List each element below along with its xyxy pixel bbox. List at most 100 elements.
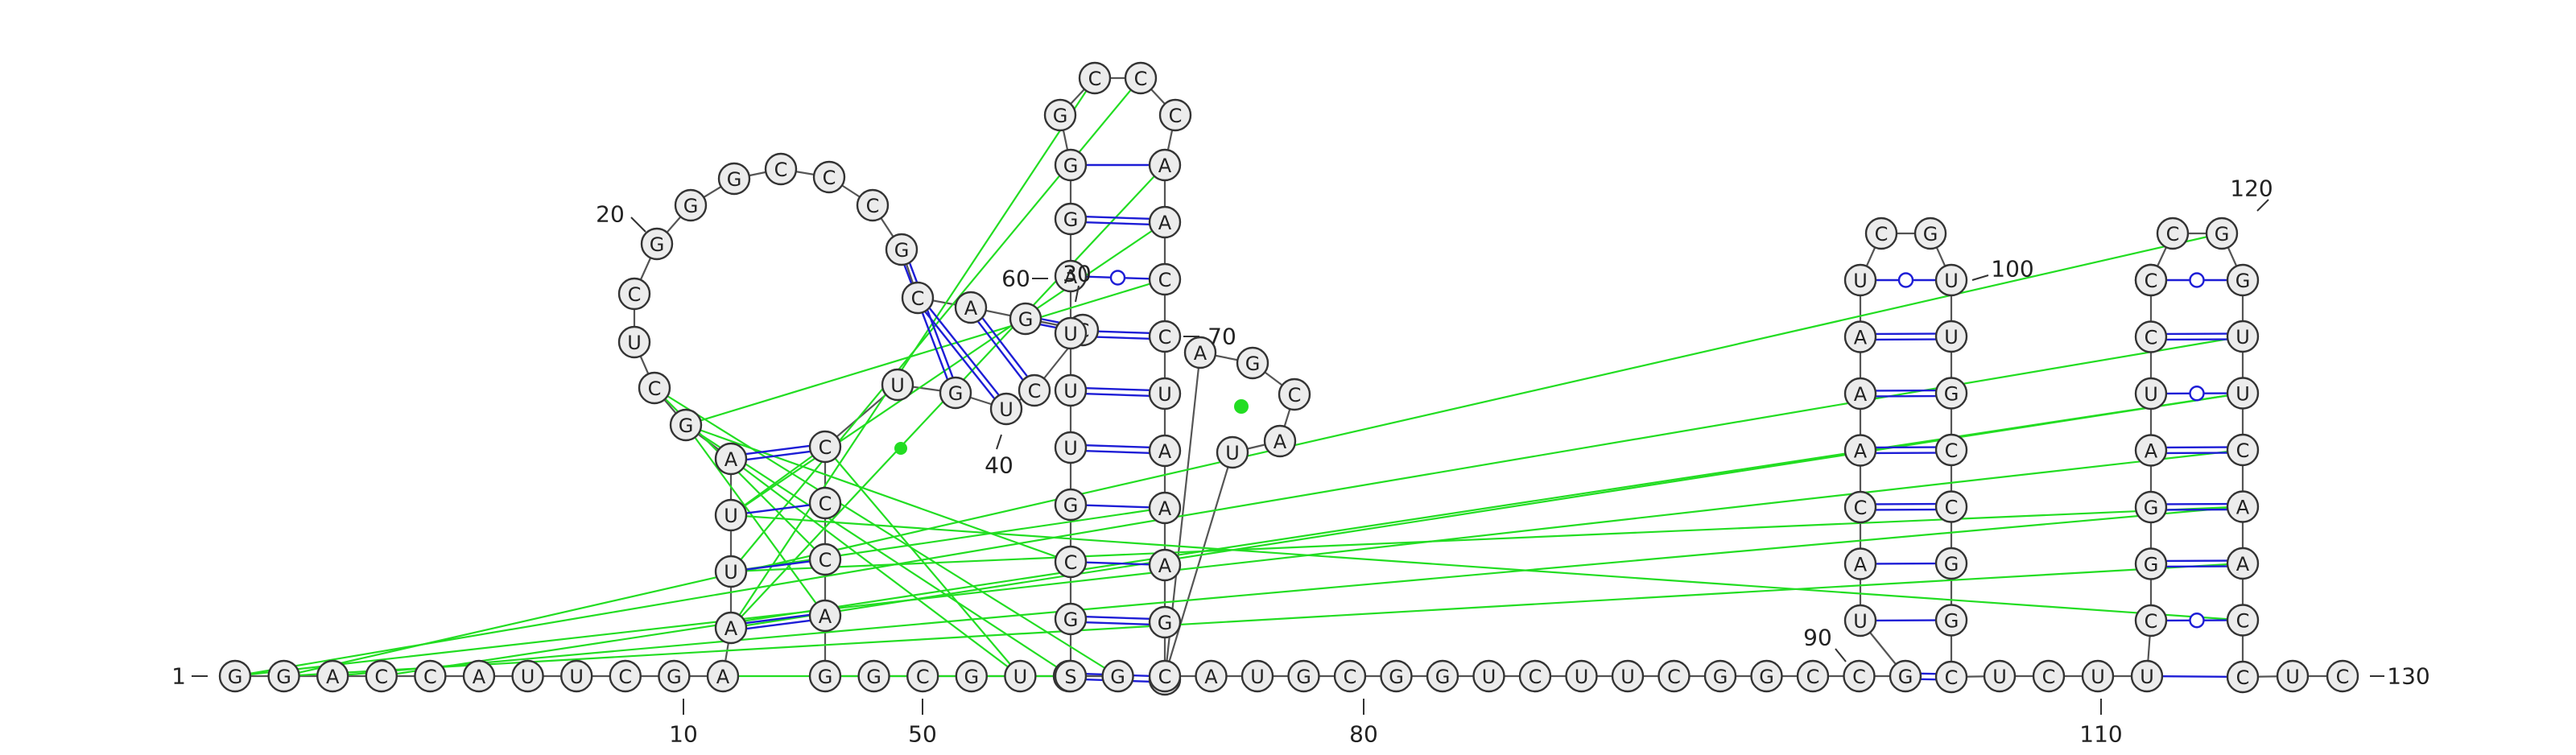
nucleotide-circle	[2134, 434, 2168, 467]
nucleotide-circle	[906, 659, 939, 693]
nucleotide-circle	[939, 376, 972, 410]
nucleotide-letter: A	[724, 617, 738, 640]
tertiary-interaction-layer	[234, 77, 2244, 678]
nucleotide-circle	[1216, 435, 1249, 469]
nucleotide-circle	[674, 188, 708, 222]
nucleotide-circle	[1843, 490, 1877, 524]
nucleotide-letter: G	[866, 666, 881, 688]
nucleotide: C	[812, 160, 846, 194]
nucleotide-letter: G	[818, 666, 833, 688]
nucleotide-letter: U	[1853, 270, 1868, 292]
nucleotide-circle	[1287, 659, 1320, 693]
nucleotide: U	[1843, 604, 1877, 637]
tertiary-interaction	[730, 458, 1022, 677]
nucleotide: C	[2134, 263, 2168, 297]
nucleotide-letter: U	[1620, 666, 1635, 688]
base-pair-line	[1086, 444, 1150, 449]
nucleotide: A	[2226, 547, 2260, 580]
nucleotide: G	[2134, 547, 2168, 580]
nucleotide: C	[1148, 659, 1182, 693]
nucleotide: C	[1054, 545, 1088, 579]
index-label: 10	[669, 721, 698, 748]
nucleotide-letter: G	[2144, 554, 2159, 576]
nucleotide: U	[1611, 659, 1645, 693]
nucleotide: C	[1934, 490, 1968, 523]
base-pair-line	[1085, 504, 1150, 509]
nucleotide-letter: G	[727, 168, 742, 191]
nucleotide-circle	[1843, 434, 1877, 467]
nucleotide-circle	[808, 599, 842, 633]
nucleotide: G	[1101, 659, 1134, 693]
nucleotide-letter: C	[1875, 223, 1889, 245]
nucleotide-letter: A	[1274, 431, 1287, 453]
nucleotide: U	[714, 498, 748, 532]
nucleotide-letter: A	[1064, 266, 1078, 288]
base-pair-line	[924, 311, 996, 400]
nucleotide: C	[1148, 262, 1182, 296]
base-pair-line	[2161, 675, 2228, 679]
tertiary-interaction	[730, 506, 1166, 573]
nucleotide-circle	[2326, 659, 2359, 693]
nucleotide-letter: U	[2235, 383, 2250, 406]
tertiary-junction-dot	[894, 442, 907, 455]
nucleotide-circle	[714, 498, 748, 532]
nucleotide-circle	[954, 291, 988, 324]
nucleotide: C	[609, 659, 642, 693]
index-label: 40	[985, 452, 1013, 479]
nucleotide-letter: U	[999, 398, 1013, 421]
nucleotide-circle	[1148, 491, 1182, 525]
nucleotide: C	[2226, 660, 2260, 694]
tertiary-interaction	[234, 335, 2244, 678]
nucleotide-letter: U	[1944, 270, 1959, 292]
nucleotide-letter: C	[916, 666, 930, 688]
nucleotide: G	[717, 162, 751, 196]
nucleotide-letter: C	[2145, 270, 2158, 292]
index-label: 130	[2387, 663, 2429, 690]
nucleotide-circle	[856, 188, 890, 222]
nucleotide: U	[511, 659, 544, 693]
nucleotide: C	[1657, 659, 1690, 693]
nucleotide: G	[658, 659, 691, 693]
nucleotide-letter: G	[2215, 223, 2230, 245]
nucleotide-letter: C	[1134, 68, 1148, 90]
nucleotide: G	[808, 659, 842, 693]
tertiary-interaction	[654, 387, 1119, 677]
nucleotide-circle	[2226, 377, 2260, 410]
nucleotide-circle	[1054, 431, 1088, 464]
nucleotide-letter: A	[326, 666, 340, 688]
nucleotide: A	[1148, 434, 1182, 468]
nucleotide-circle	[1796, 659, 1830, 693]
nucleotide-circle	[1148, 205, 1182, 239]
wobble-pair-marker	[1897, 272, 1914, 288]
nucleotide: U	[1983, 659, 2017, 693]
nucleotide: G	[640, 227, 674, 261]
nucleotide-letter: A	[724, 448, 738, 471]
nucleotide-circle	[1934, 660, 1968, 694]
nucleotide-circle	[316, 659, 349, 693]
nucleotide-circle	[609, 659, 642, 693]
nucleotide-letter: G	[1759, 666, 1774, 688]
nucleotide-circle	[1054, 659, 1088, 693]
nucleotide-circle	[1934, 320, 1968, 353]
nucleotide-letter: A	[716, 666, 730, 688]
nucleotide-circle	[764, 152, 798, 186]
nucleotide-letter: C	[648, 378, 662, 400]
nucleotide-letter: C	[2166, 223, 2180, 245]
index-tick	[2256, 199, 2269, 212]
nucleotide-letter: A	[1158, 212, 1172, 234]
base-pair-line	[1085, 392, 1150, 398]
index-label: 20	[596, 201, 625, 228]
nucleotide-letter: G	[1063, 609, 1079, 631]
nucleotide-circle	[1236, 346, 1269, 380]
nucleotide-circle	[1864, 217, 1898, 250]
nucleotide-letter: G	[1435, 666, 1451, 688]
nucleotide: G	[1054, 488, 1088, 522]
nucleotide: C	[1278, 378, 1311, 411]
nucleotide-letter: U	[2144, 383, 2158, 406]
nucleotide-letter: G	[650, 233, 665, 256]
nucleotide: G	[1703, 659, 1737, 693]
nucleotide-circle	[462, 659, 496, 693]
nucleotide-circle	[2134, 377, 2168, 411]
nucleotide-layer: GGACCAUUCGAAUUAGCUCGGGCCCGCAGCCUGUCCCAGG…	[218, 61, 2359, 696]
